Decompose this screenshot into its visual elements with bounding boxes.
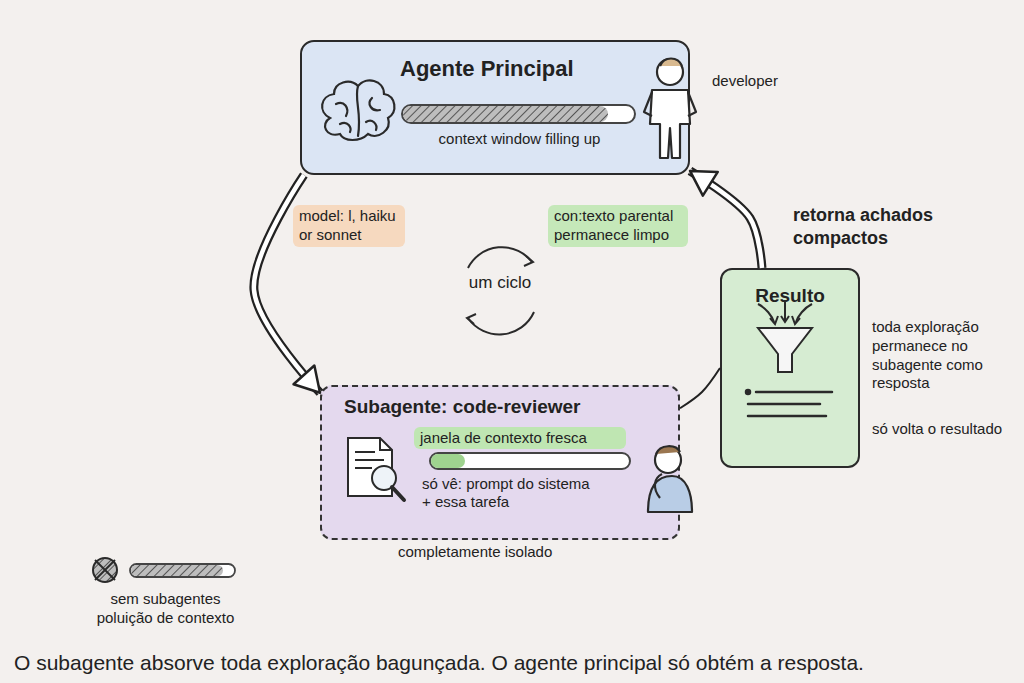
note-label: con:texto parental permanece limpo: [548, 205, 688, 247]
edge-label: model: l, haiku or sonnet: [293, 205, 405, 247]
arrow-line: [680, 368, 720, 408]
note-label: toda exploração permanece no subagente c…: [872, 318, 1000, 393]
no-subagent-icon: [93, 558, 117, 582]
node-text: context window filling up: [402, 130, 637, 148]
note-label: sem subagentes poluição de contexto: [88, 590, 243, 628]
no-subagent-icon-part: [95, 560, 115, 580]
no-subagent-icon-part: [93, 558, 117, 582]
no-subagent-icon-part: [95, 560, 115, 580]
cycle-arrows-part: [468, 312, 534, 334]
flow-arrow: [690, 171, 762, 268]
arrow-line: [690, 171, 762, 268]
main-agent-box: Agente Principal context window filling u…: [300, 40, 690, 175]
note-label: um ciclo: [465, 272, 535, 293]
node-title: Resulto: [722, 284, 858, 307]
arrow-head: [294, 366, 320, 393]
polluted-context-bar-part: [131, 565, 223, 576]
flow-arrow: [680, 368, 720, 408]
node-text: janela de contexto fresca: [414, 427, 626, 449]
cycle-arrows-part: [467, 314, 476, 324]
cycle-arrows-part: [524, 256, 533, 266]
edge-label: retorna achados compactos: [793, 204, 953, 249]
note-label: completamente isolado: [398, 543, 598, 562]
polluted-context-bar: [130, 564, 235, 577]
cycle-arrows-part: [468, 247, 532, 268]
subagent-box: Subagente: code-reviewer janela de contex…: [320, 385, 680, 540]
arrow-head: [690, 171, 718, 196]
result-box: Resulto: [720, 268, 860, 468]
note-label: só volta o resultado: [872, 420, 1024, 439]
node-title: Subagente: code-reviewer: [344, 395, 664, 418]
node-title: Agente Principal: [400, 56, 660, 83]
caption: O subagente absorve toda exploração bagu…: [14, 650, 864, 676]
arrow-line-inner: [690, 171, 762, 268]
polluted-context-bar-part: [130, 564, 235, 577]
node-text: só vê: prompt do sistema + essa tarefa: [422, 475, 602, 512]
note-label: developer: [712, 72, 822, 91]
connector-layer: [254, 171, 762, 408]
